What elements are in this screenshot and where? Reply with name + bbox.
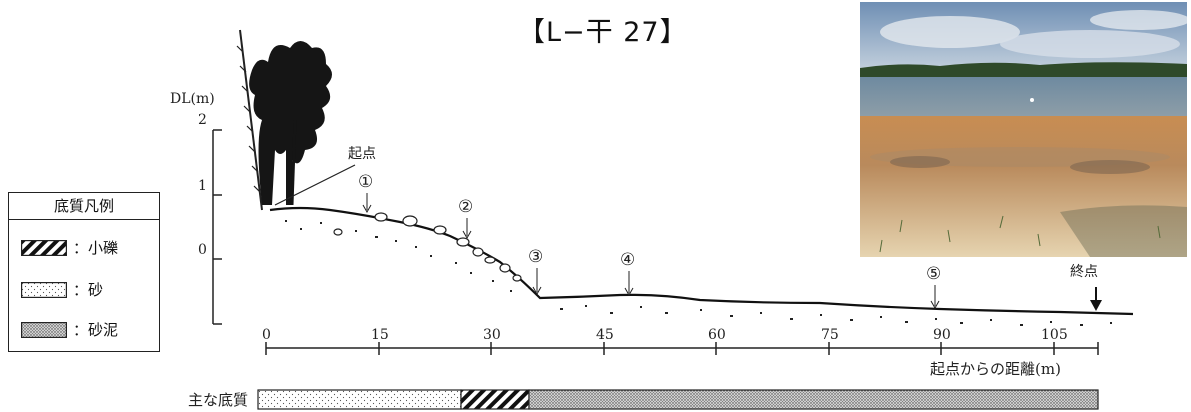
substrate-gravel-segment: [460, 389, 530, 410]
sediment-specks: [285, 220, 1112, 326]
site-photo: [860, 2, 1187, 257]
x-tick-label: 75: [821, 327, 839, 343]
profile-line: [269, 206, 1134, 316]
substrate-sandmud-segment: [528, 389, 1099, 410]
dots-swatch-icon: [21, 282, 67, 298]
x-tick-label: 105: [1041, 327, 1068, 343]
substrate-sand-segment: [257, 389, 462, 410]
substrate-bar: 主な底質: [188, 389, 1099, 410]
legend-item-sandmud: ：砂泥: [21, 320, 118, 340]
x-tick-label: 30: [483, 327, 501, 343]
x-axis: 0 15 30 45 60 75 90 105 起点からの距離(m): [262, 327, 1099, 378]
substrate-legend: 底質凡例 ：小礫 ：砂 ：砂泥: [8, 192, 160, 352]
legend-label: ：砂: [73, 281, 104, 299]
x-tick-label: 60: [708, 327, 726, 343]
y-axis-label: DL(m): [170, 91, 215, 107]
legend-label: ：砂泥: [73, 321, 119, 339]
dense-dots-swatch-icon: [21, 322, 67, 338]
point-label-4: ④: [620, 250, 635, 270]
x-tick-label: 90: [933, 327, 951, 343]
point-label-5: ⑤: [926, 264, 941, 284]
legend-label: ：小礫: [73, 239, 119, 257]
x-tick-label: 0: [262, 327, 271, 343]
y-tick-label: 2: [198, 112, 207, 128]
x-tick-label: 45: [596, 327, 614, 343]
end-label: 終点: [1070, 264, 1098, 280]
legend-title: 底質凡例: [9, 193, 159, 220]
point-label-2: ②: [458, 197, 473, 217]
y-tick-label: 1: [198, 178, 207, 194]
point-label-1: ①: [358, 172, 373, 192]
y-tick-label: 0: [198, 242, 207, 258]
substrate-bar-label: 主な底質: [188, 391, 248, 409]
hatch-swatch-icon: [21, 240, 67, 256]
point-label-3: ③: [528, 247, 543, 267]
page-title: 【L−干 27】: [518, 17, 688, 48]
start-label: 起点: [348, 146, 376, 162]
tree-silhouette: [236, 29, 332, 211]
survey-points: ① ② ③ ④ ⑤: [358, 172, 941, 310]
x-axis-label: 起点からの距離(m): [930, 360, 1061, 378]
x-tick-label: 15: [371, 327, 389, 343]
y-axis: DL(m) 2 1 0: [170, 91, 222, 325]
pebbles: [333, 212, 522, 282]
legend-item-sand: ：砂: [21, 280, 103, 300]
legend-item-gravel: ：小礫: [21, 238, 118, 258]
